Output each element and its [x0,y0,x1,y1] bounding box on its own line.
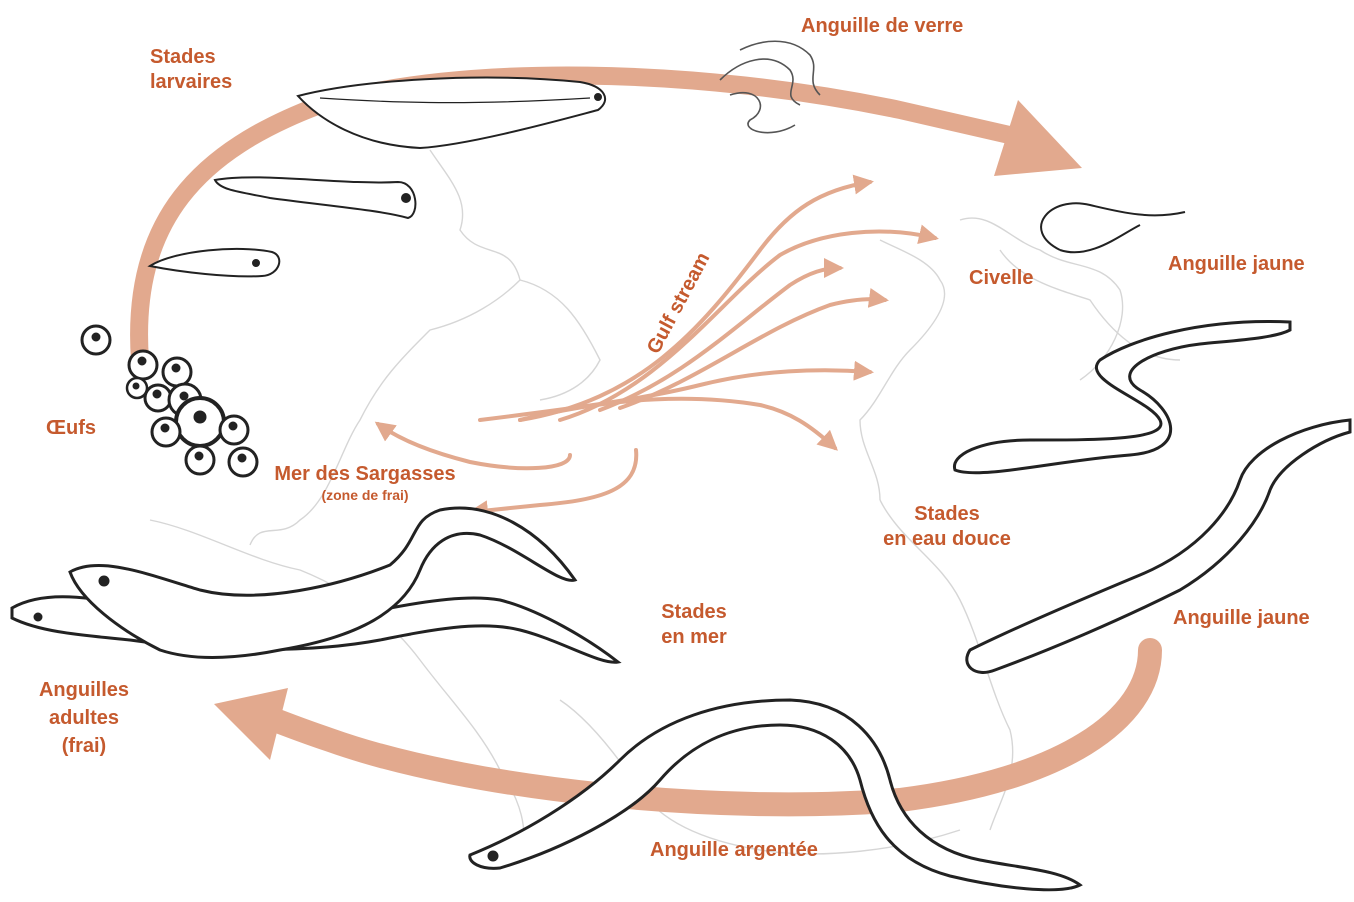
label-stades-en-mer-line1: Stades [648,600,740,625]
label-anguille-de-verre: Anguille de verre [801,14,963,39]
civelle-eel-icon [1041,203,1185,252]
label-stades-en-mer: Stades en mer [648,600,740,650]
label-anguilles-adultes: Anguilles adultes (frai) [28,676,140,760]
label-zone-de-frai: (zone de frai) [262,487,468,503]
label-mer-des-sargasses-title: Mer des Sargasses [262,462,468,487]
label-anguilles-adultes-line2: adultes [28,704,140,732]
label-anguille-jaune-top: Anguille jaune [1168,252,1305,277]
label-mer-des-sargasses: Mer des Sargasses (zone de frai) [262,462,468,503]
label-stades-en-mer-line2: en mer [648,625,740,650]
egg-icon [82,326,257,476]
label-anguille-argentee: Anguille argentée [650,838,818,863]
larva-icon [150,78,605,277]
adult-eel-icon [12,508,618,662]
label-anguilles-adultes-line1: Anguilles [28,676,140,704]
label-anguille-jaune-bottom: Anguille jaune [1173,606,1310,631]
label-stades-eau-douce-line1: Stades [852,502,1042,527]
label-stades-eau-douce-line2: en eau douce [852,527,1042,552]
label-anguilles-adultes-line3: (frai) [28,732,140,760]
label-stades-larvaires-line2: larvaires [150,70,232,95]
label-stades-larvaires: Stades larvaires [150,45,232,95]
top-cycle-arrow [139,75,1082,360]
label-oeufs: Œufs [46,416,96,441]
label-stades-eau-douce: Stades en eau douce [852,502,1042,552]
label-stades-larvaires-line1: Stades [150,45,232,70]
label-civelle: Civelle [969,266,1033,291]
